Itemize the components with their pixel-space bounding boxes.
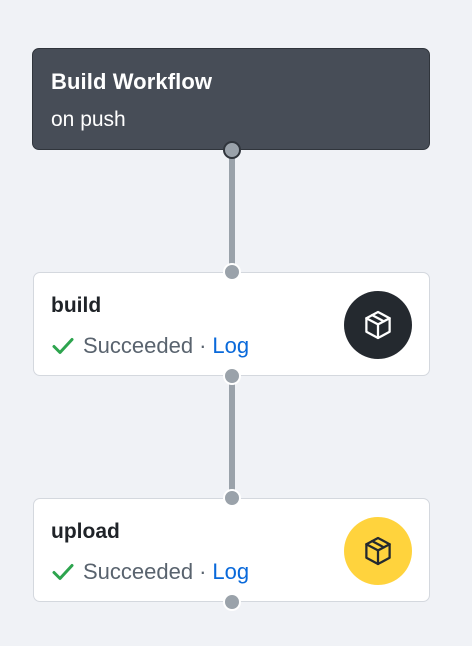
package-icon (365, 536, 391, 566)
job-badge (344, 517, 412, 585)
upload-output-port[interactable] (223, 593, 241, 611)
trigger-output-port[interactable] (223, 141, 241, 159)
log-link[interactable]: Log (212, 559, 250, 584)
connector-build-to-upload (229, 376, 235, 498)
job-status: Succeeded · Log (51, 559, 249, 585)
status-text: Succeeded (83, 559, 194, 584)
job-name: build (51, 294, 102, 317)
job-status: Succeeded · Log (51, 333, 249, 359)
status-separator: · (199, 333, 207, 358)
upload-input-port[interactable] (223, 489, 241, 507)
workflow-trigger: on push (51, 108, 126, 131)
package-icon (365, 310, 391, 340)
build-input-port[interactable] (223, 263, 241, 281)
build-output-port[interactable] (223, 367, 241, 385)
job-name: upload (51, 520, 120, 543)
workflow-title: Build Workflow (51, 69, 213, 94)
check-icon (52, 564, 74, 580)
check-icon (52, 338, 74, 354)
status-text: Succeeded (83, 333, 194, 358)
connector-trigger-to-build (229, 150, 235, 272)
job-node-build[interactable]: build Succeeded · Log (33, 272, 430, 376)
log-link[interactable]: Log (212, 333, 250, 358)
job-badge (344, 291, 412, 359)
workflow-trigger-node[interactable]: Build Workflow on push (32, 48, 430, 150)
job-node-upload[interactable]: upload Succeeded · Log (33, 498, 430, 602)
status-separator: · (199, 559, 207, 584)
